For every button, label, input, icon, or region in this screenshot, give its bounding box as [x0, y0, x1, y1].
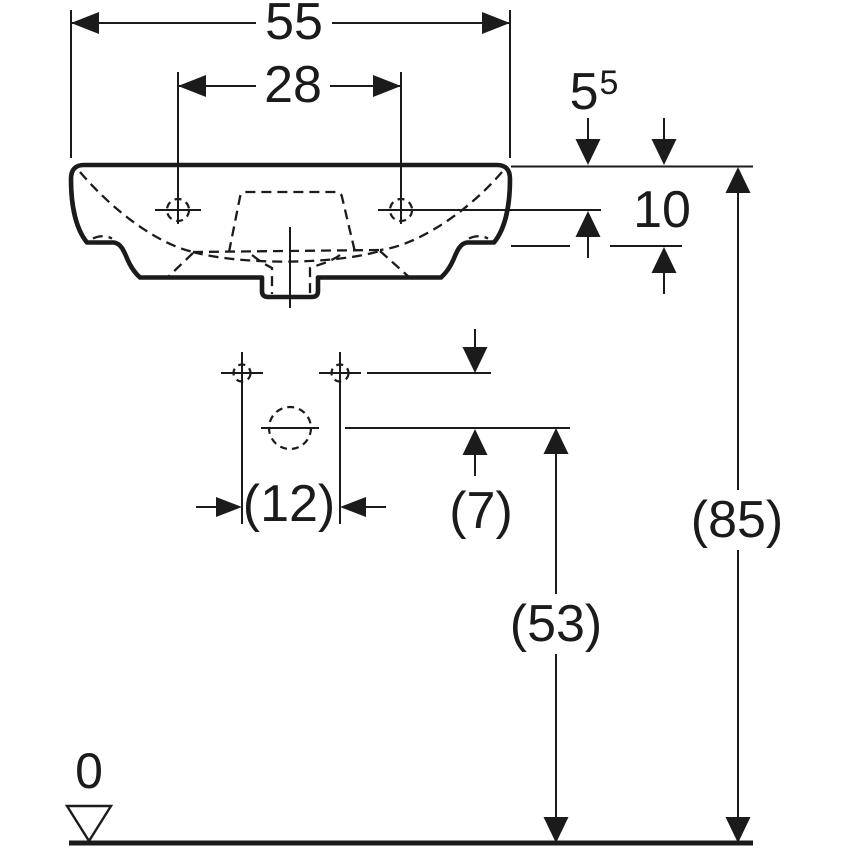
datum-triangle-icon [64, 804, 114, 844]
bowl-corner-right [379, 250, 410, 278]
dim-label-fixing-hole-spacing: (12) [242, 475, 336, 533]
arrow-55-left [71, 12, 99, 34]
dim-label-drain-height: (53) [509, 595, 603, 653]
arrow-55-right [482, 12, 510, 34]
bowl-front-edge [192, 249, 381, 263]
overflow-shroud [227, 190, 357, 253]
arrow-85-bottom [725, 817, 751, 843]
arrow-10-down [651, 139, 677, 165]
arrow-10-up [651, 247, 677, 273]
arrow-12-right [340, 497, 366, 517]
bowl-corner-left [167, 252, 194, 278]
arrow-53-top [543, 428, 569, 454]
arrow-28-right [373, 75, 401, 97]
reference-lines [70, 10, 753, 818]
dim-label-rim-to-tap-main: 5 [569, 63, 599, 121]
dim-label-tap-hole-spacing: 28 [264, 56, 322, 114]
arrow-12-left [216, 497, 242, 517]
dim-label-rim-to-tap-level: 55 [570, 66, 619, 118]
dim-label-fixing-to-drain: (7) [449, 482, 513, 540]
arrow-5-5-down [575, 139, 601, 165]
dimension-arrowheads [71, 12, 751, 843]
dim-label-floor-level: 0 [75, 743, 103, 799]
bowl-curve-left [79, 171, 194, 254]
rim-notch-left [92, 235, 113, 240]
dim-label-rim-height: (85) [690, 491, 784, 549]
drain-funnel-left [251, 254, 274, 294]
arrow-5-5-up [575, 211, 601, 237]
basin-body-outline [68, 162, 513, 300]
arrow-7-down [462, 347, 488, 373]
dim-label-overall-width: 55 [265, 0, 323, 51]
arrow-7-up [462, 429, 488, 455]
dim-label-rim-to-tap-superscript: 5 [599, 64, 619, 102]
arrow-28-left [178, 75, 206, 97]
dim-label-apron-height: 10 [633, 181, 691, 239]
arrow-53-bottom [543, 817, 569, 843]
bowl-back-edge [192, 248, 381, 254]
arrow-85-top [725, 167, 751, 193]
drain-funnel-right [308, 254, 341, 294]
basin-hidden-edges [79, 171, 503, 294]
bowl-curve-right [379, 171, 503, 252]
rim-notch-right [468, 235, 489, 240]
basin-outline [68, 162, 513, 300]
